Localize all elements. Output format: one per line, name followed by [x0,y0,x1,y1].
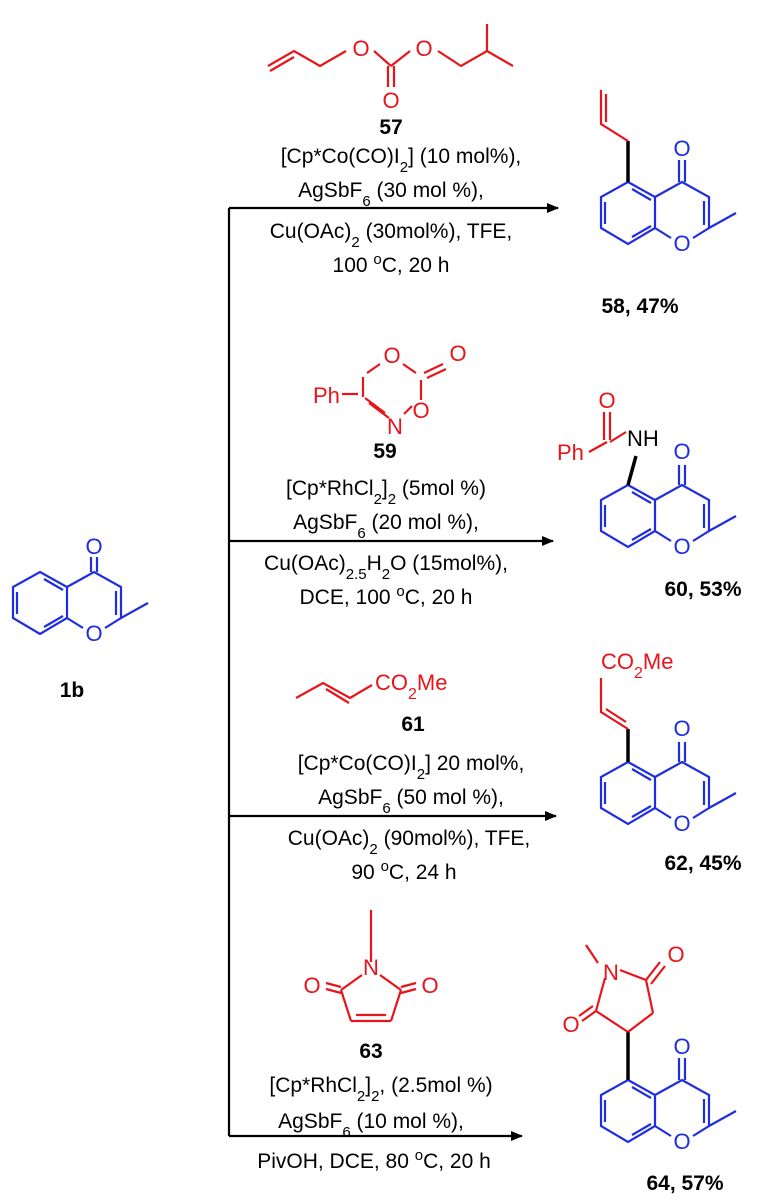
product-62-structure: CO2Me O O [599,649,737,836]
reagent-63-structure: O N O [303,910,439,1023]
svg-text:Cu(OAc)2 (90mol%), TFE,: Cu(OAc)2 (90mol%), TFE, [288,827,531,858]
reagent-57-oxygen-3: O [382,88,399,113]
product-60-nh: NH [627,426,659,451]
chromone-1b-structure: O O [11,534,149,646]
compound-label-61: 61 [401,713,425,736]
svg-text:AgSbF6 (30 mol %),: AgSbF6 (30 mol %), [298,179,484,210]
svg-text:[Cp*Co(CO)I2] 20 mol%,: [Cp*Co(CO)I2] 20 mol%, [298,752,525,783]
svg-text:Cu(OAc)2.5H2O (15mol%),: Cu(OAc)2.5H2O (15mol%), [264,552,508,583]
reagent-61-structure: CO2Me [295,670,447,704]
svg-text:O: O [673,439,690,464]
compound-label-63: 63 [359,1040,382,1063]
ring-oxygen-label: O [85,621,102,646]
svg-text:O: O [673,1034,690,1059]
compound-label-60: 60, 53% [664,578,741,601]
svg-text:[Cp*RhCl2]2 (5mol %): [Cp*RhCl2]2 (5mol %) [286,477,486,508]
reagent-63-oxygen-1: O [303,973,320,998]
reagent-57-oxygen-1: O [352,36,369,61]
compound-label-64: 64, 57% [646,1172,723,1195]
conditions-reaction-3: [Cp*Co(CO)I2] 20 mol%, AgSbF6 (50 mol %)… [288,752,531,884]
product-60-amide-oxygen: O [598,388,615,413]
compound-label-1b: 1b [60,679,85,702]
compound-label-58: 58, 47% [601,295,678,318]
carbonyl-oxygen-label: O [85,534,102,559]
svg-text:[Cp*RhCl2]2, (2.5mol %): [Cp*RhCl2]2, (2.5mol %) [269,1074,492,1105]
reagent-61-ester: CO2Me [375,670,447,703]
reagent-59-nitrogen: N [387,414,403,439]
conditions-reaction-2: [Cp*RhCl2]2 (5mol %) AgSbF6 (20 mol %), … [264,477,508,609]
product-60-structure: O O O Ph NH [557,388,737,559]
product-64-structure: N O O O O [562,942,737,1154]
svg-text:O: O [673,811,690,836]
svg-text:[Cp*Co(CO)I2] (10 mol%),: [Cp*Co(CO)I2] (10 mol%), [281,145,522,176]
product-58-structure: O O [599,90,737,256]
product-60-phenyl: Ph [557,440,584,465]
reagent-63-nitrogen: N [363,955,379,980]
reagent-59-oxygen-2: O [449,341,466,366]
svg-text:PivOH, DCE, 80 oC, 20 h: PivOH, DCE, 80 oC, 20 h [257,1147,491,1174]
reagent-59-oxygen-3: O [412,398,429,423]
product-62-ester: CO2Me [601,649,673,682]
product-64-oxygen-1: O [667,942,684,967]
svg-text:O: O [673,716,690,741]
svg-text:O: O [673,534,690,559]
reagent-57-oxygen-2: O [415,36,432,61]
svg-text:O: O [673,231,690,256]
conditions-reaction-4: [Cp*RhCl2]2, (2.5mol %) AgSbF6 (10 mol %… [257,1074,492,1173]
svg-text:100 oC, 20 h: 100 oC, 20 h [333,251,450,278]
reagent-59-oxygen-1: O [383,343,400,368]
reagent-59-structure: O O O N Ph [313,341,467,439]
svg-text:AgSbF6 (10 mol %),: AgSbF6 (10 mol %), [278,1110,464,1141]
svg-text:Cu(OAc)2 (30mol%), TFE,: Cu(OAc)2 (30mol%), TFE, [270,220,513,251]
svg-text:AgSbF6 (50 mol %),: AgSbF6 (50 mol %), [318,786,504,817]
product-64-oxygen-2: O [562,1012,579,1037]
conditions-reaction-1: [Cp*Co(CO)I2] (10 mol%), AgSbF6 (30 mol … [270,145,522,277]
compound-label-62: 62, 45% [664,852,741,875]
product-64-nitrogen: N [603,960,619,985]
svg-text:90 oC, 24 h: 90 oC, 24 h [351,858,456,885]
compound-label-57: 57 [379,116,402,139]
reagent-57-structure: O O O [267,24,514,113]
svg-text:O: O [673,136,690,161]
svg-text:DCE, 100 oC, 20 h: DCE, 100 oC, 20 h [300,583,473,610]
compound-label-59: 59 [373,440,396,463]
reagent-63-oxygen-2: O [421,973,438,998]
reagent-59-phenyl: Ph [313,383,340,408]
svg-text:AgSbF6 (20 mol %),: AgSbF6 (20 mol %), [293,511,479,542]
svg-text:O: O [673,1129,690,1154]
